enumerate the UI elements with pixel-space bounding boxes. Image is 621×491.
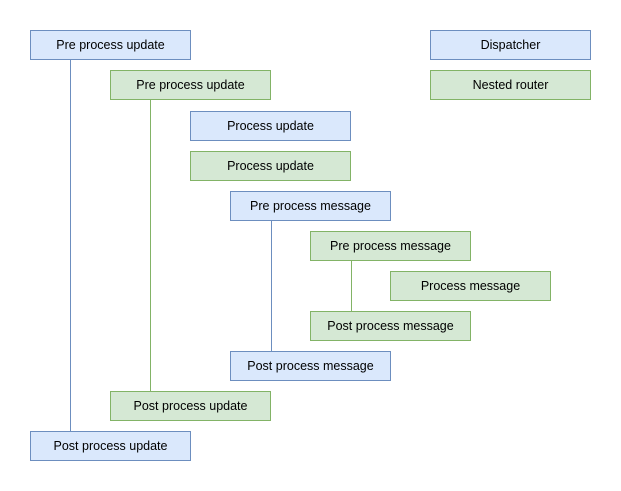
connector-line-n1-to-n11	[70, 60, 71, 431]
legend-item-label: Dispatcher	[480, 37, 541, 52]
flow-node-n7[interactable]: Process message	[390, 271, 551, 301]
flow-node-label: Pre process message	[250, 198, 371, 213]
connector-line-n5-to-n9	[271, 221, 272, 351]
flow-node-label: Post process update	[133, 398, 248, 413]
flow-node-n10[interactable]: Post process update	[110, 391, 271, 421]
flow-node-n6[interactable]: Pre process message	[310, 231, 471, 261]
flow-node-n5[interactable]: Pre process message	[230, 191, 391, 221]
connector-line-n6-to-n8	[351, 261, 352, 311]
flow-node-n2[interactable]: Pre process update	[110, 70, 271, 100]
flow-node-label: Pre process update	[56, 37, 165, 52]
flow-node-label: Pre process message	[330, 238, 451, 253]
flow-node-n4[interactable]: Process update	[190, 151, 351, 181]
connector-line-n2-to-n10	[150, 100, 151, 391]
flow-node-label: Process update	[227, 158, 314, 173]
legend-item-L2[interactable]: Nested router	[430, 70, 591, 100]
flow-node-n8[interactable]: Post process message	[310, 311, 471, 341]
legend-item-L1[interactable]: Dispatcher	[430, 30, 591, 60]
flow-node-n3[interactable]: Process update	[190, 111, 351, 141]
flow-node-n9[interactable]: Post process message	[230, 351, 391, 381]
flow-node-label: Post process message	[327, 318, 454, 333]
flow-node-n1[interactable]: Pre process update	[30, 30, 191, 60]
flow-node-label: Process message	[420, 278, 521, 293]
flow-node-n11[interactable]: Post process update	[30, 431, 191, 461]
flow-node-label: Post process message	[247, 358, 374, 373]
flow-node-label: Pre process update	[136, 77, 245, 92]
legend-item-label: Nested router	[472, 77, 549, 92]
flow-node-label: Post process update	[53, 438, 168, 453]
flow-node-label: Process update	[227, 118, 314, 133]
